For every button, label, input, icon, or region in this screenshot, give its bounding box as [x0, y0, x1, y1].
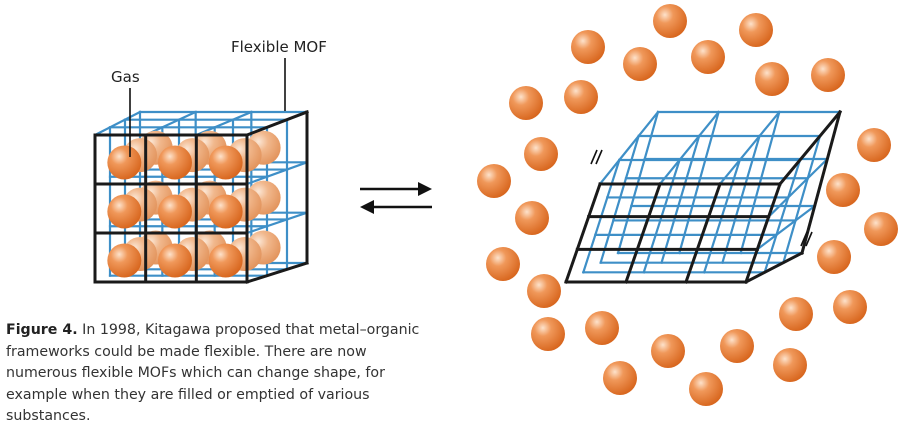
- gas-molecule: [515, 201, 549, 235]
- gas-molecule: [585, 311, 619, 345]
- frame-edge: [800, 110, 842, 255]
- gas-molecule: [833, 290, 867, 324]
- gas-molecule: [689, 372, 723, 406]
- gas-molecule: [107, 243, 142, 278]
- deformation-marks: [590, 149, 813, 247]
- gas-molecule: [826, 173, 860, 207]
- filled-mof-cube: [93, 110, 309, 284]
- gas-molecule: [527, 274, 561, 308]
- gas-molecule: [158, 194, 192, 229]
- gas-molecule: [817, 240, 851, 274]
- frame-edge: [777, 109, 843, 187]
- equilibrium-arrows-icon: [360, 182, 432, 214]
- gas-molecule: [477, 164, 511, 198]
- gas-molecule: [811, 58, 845, 92]
- gas-molecule: [739, 13, 773, 47]
- gas-molecule: [208, 243, 243, 278]
- frame-edge: [245, 261, 309, 284]
- frame-front-strut: [564, 182, 602, 284]
- gas-molecule: [158, 145, 192, 180]
- gas-molecule: [524, 137, 558, 171]
- frame-depth-strut: [718, 110, 781, 186]
- gas-molecule: [773, 348, 807, 382]
- frame-front-strut: [744, 182, 782, 284]
- frame-depth-strut: [598, 110, 660, 186]
- gas-molecule: [571, 30, 605, 64]
- released-gas-molecules: [477, 4, 898, 406]
- gas-molecule: [755, 62, 789, 96]
- frame-depth-strut: [93, 110, 142, 137]
- gas-molecule: [107, 145, 142, 180]
- gas-molecule: [691, 40, 725, 74]
- gas-molecule: [651, 334, 685, 368]
- frame-depth-strut: [658, 110, 721, 186]
- frame-depth-strut: [767, 157, 829, 219]
- gas-molecule: [720, 329, 754, 363]
- gas-molecule: [486, 247, 520, 281]
- caption-text: In 1998, Kitagawa proposed that metal–or…: [6, 322, 420, 424]
- gas-molecule: [158, 243, 192, 278]
- frame-edge: [743, 250, 805, 285]
- gas-molecule: [564, 80, 598, 114]
- gas-molecule: [208, 194, 243, 229]
- frame-strut: [660, 134, 701, 265]
- frame-front-strut: [684, 182, 722, 284]
- caption-prefix: Figure 4.: [6, 322, 78, 338]
- frame-depth-strut: [245, 160, 309, 186]
- frame-depth-strut: [755, 204, 817, 251]
- gas-molecule: [208, 145, 243, 180]
- gas-molecule: [857, 128, 891, 162]
- gas-label: Gas: [111, 68, 140, 86]
- frame-depth-strut: [194, 110, 253, 137]
- frame-strut: [721, 134, 761, 265]
- gas-molecule: [603, 361, 637, 395]
- frame-strut: [781, 134, 822, 265]
- flexible-mof-label: Flexible MOF: [231, 38, 327, 56]
- gas-molecule: [531, 317, 565, 351]
- figure-caption: Figure 4. In 1998, Kitagawa proposed tha…: [6, 320, 426, 428]
- gas-molecule: [864, 212, 898, 246]
- frame-strut: [599, 134, 641, 265]
- gas-molecule: [509, 86, 543, 120]
- frame-edge: [245, 110, 309, 137]
- gas-molecule: [623, 47, 657, 81]
- gas-molecule: [779, 297, 813, 331]
- distorted-mof-framework: [564, 109, 843, 285]
- frame-depth-strut: [245, 211, 309, 235]
- gas-molecule: [653, 4, 687, 38]
- gas-molecule: [107, 194, 142, 229]
- frame-front-strut: [624, 182, 662, 284]
